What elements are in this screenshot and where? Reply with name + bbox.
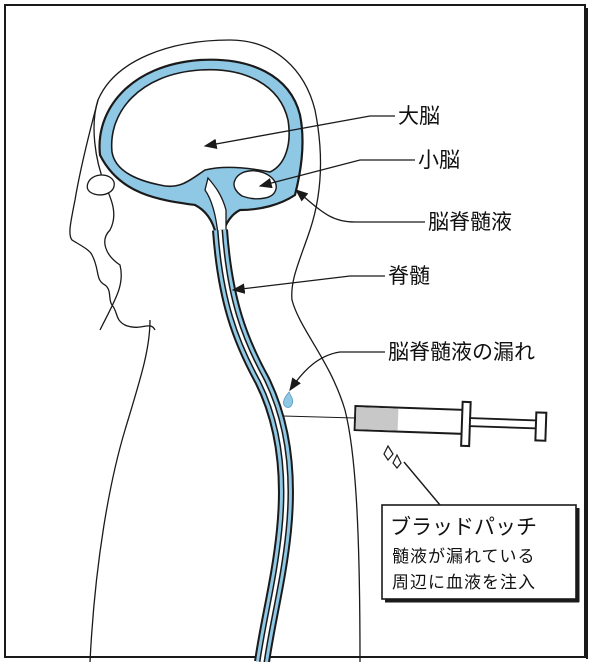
leader-csf-leak: [290, 352, 385, 390]
blood-drop-1: [384, 446, 393, 460]
label-spinal-cord: 脊髄: [388, 264, 430, 288]
callout-title: ブラッドパッチ: [390, 515, 537, 539]
callout-pointer-line: [404, 462, 440, 505]
blood-drop-2: [393, 455, 401, 468]
ear: [87, 175, 114, 195]
label-cerebrum: 大脳: [398, 104, 440, 128]
leader-spinal-cord: [233, 276, 385, 290]
callout-line-2: 周辺に血液を注入: [392, 573, 536, 593]
label-csf: 脳脊髄液: [428, 210, 512, 234]
callout-line-1: 髄液が漏れている: [392, 547, 536, 567]
syringe-plunger-rod: [470, 418, 538, 428]
label-csf-leak: 脳脊髄液の漏れ: [388, 340, 535, 364]
label-cerebellum: 小脳: [418, 148, 460, 172]
leader-csf: [296, 190, 425, 222]
syringe-plunger-head: [535, 412, 546, 440]
syringe-blood: [356, 407, 399, 430]
csf-leak-droplet: [283, 392, 292, 407]
syringe-needle: [283, 416, 355, 418]
